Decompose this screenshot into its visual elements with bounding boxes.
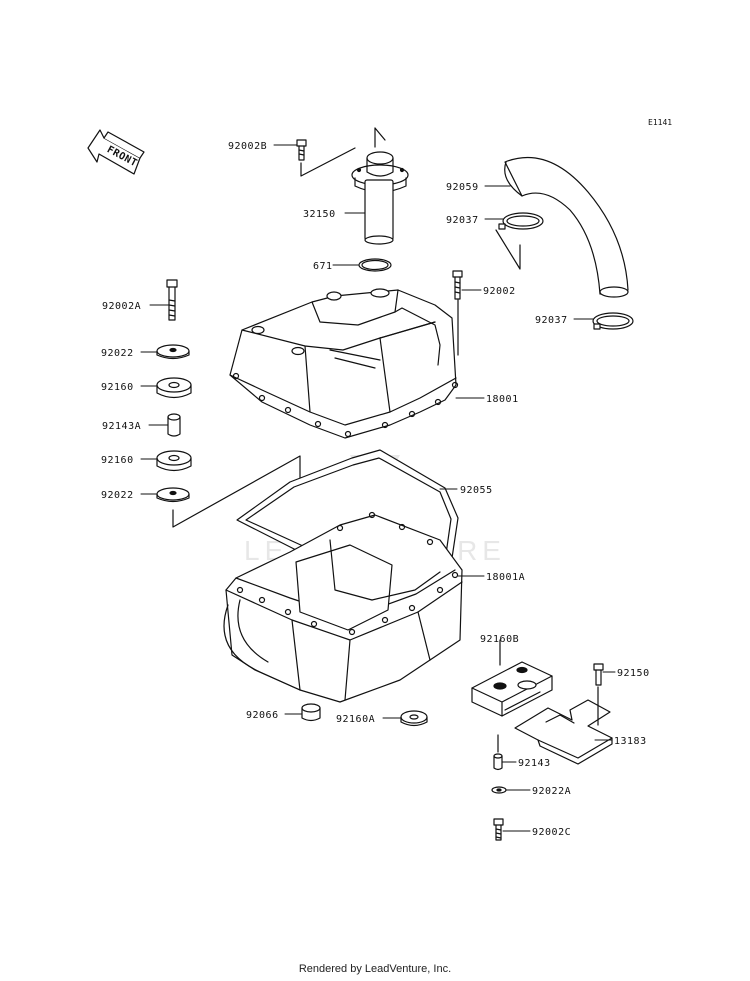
label-92002: 92002	[483, 286, 516, 297]
label-92022-mid: 92022	[101, 490, 134, 501]
plug-92066	[302, 704, 320, 721]
leader-filler-top	[375, 128, 385, 147]
washer-92022A	[492, 787, 506, 793]
collar-92143	[494, 754, 502, 770]
label-18001A: 18001A	[486, 572, 525, 583]
washer-92022-top	[157, 345, 189, 359]
label-92150: 92150	[617, 668, 650, 679]
holder-92160B	[472, 662, 552, 716]
label-92022-top: 92022	[101, 348, 134, 359]
leader-clamp-top	[496, 230, 520, 269]
collar-92143A	[168, 414, 180, 436]
front-arrow-icon: FRONT	[88, 130, 144, 174]
label-671: 671	[313, 261, 333, 272]
label-92022A: 92022A	[532, 786, 571, 797]
label-32150: 32150	[303, 209, 336, 220]
label-92037-bottom: 92037	[535, 315, 568, 326]
air-cleaner-lower-case	[224, 513, 462, 703]
label-92002C: 92002C	[532, 827, 571, 838]
label-18001: 18001	[486, 394, 519, 405]
label-92160A: 92160A	[336, 714, 375, 725]
grommet-92160A	[401, 711, 427, 726]
bolt-92002C	[494, 819, 503, 840]
hose-clamp-bottom	[593, 313, 633, 329]
bolt-92150	[594, 664, 603, 685]
label-92160-top: 92160	[101, 382, 134, 393]
leader-lines	[141, 145, 615, 831]
label-13183: 13183	[614, 736, 647, 747]
grommet-92160-mid	[157, 451, 191, 471]
label-92002B: 92002B	[228, 141, 267, 152]
bolt-92002	[453, 271, 462, 299]
footer-credit: Rendered by LeadVenture, Inc.	[298, 963, 452, 975]
grommet-92160-top	[157, 378, 191, 398]
breather-hose	[505, 157, 628, 297]
label-92059: 92059	[446, 182, 479, 193]
bolt-92002B	[297, 140, 306, 160]
hose-clamp-top	[499, 213, 543, 229]
label-92160-mid: 92160	[101, 455, 134, 466]
label-92160B: 92160B	[480, 634, 519, 645]
washer-92022-mid	[157, 488, 189, 502]
bracket-13183	[515, 700, 612, 764]
label-92002A: 92002A	[102, 301, 141, 312]
label-92143A: 92143A	[102, 421, 141, 432]
label-92143: 92143	[518, 758, 551, 769]
part-labels: 92002B 32150 671 92059 92037 92037 92002…	[101, 141, 650, 838]
diagram-id: E1141	[648, 118, 673, 127]
air-cleaner-upper-case	[230, 289, 458, 438]
leader-92002B-assy	[301, 148, 355, 176]
label-92066: 92066	[246, 710, 279, 721]
filler-tube	[352, 152, 408, 244]
bolt-92002A	[167, 280, 177, 320]
label-92037-top: 92037	[446, 215, 479, 226]
label-92055: 92055	[460, 485, 493, 496]
